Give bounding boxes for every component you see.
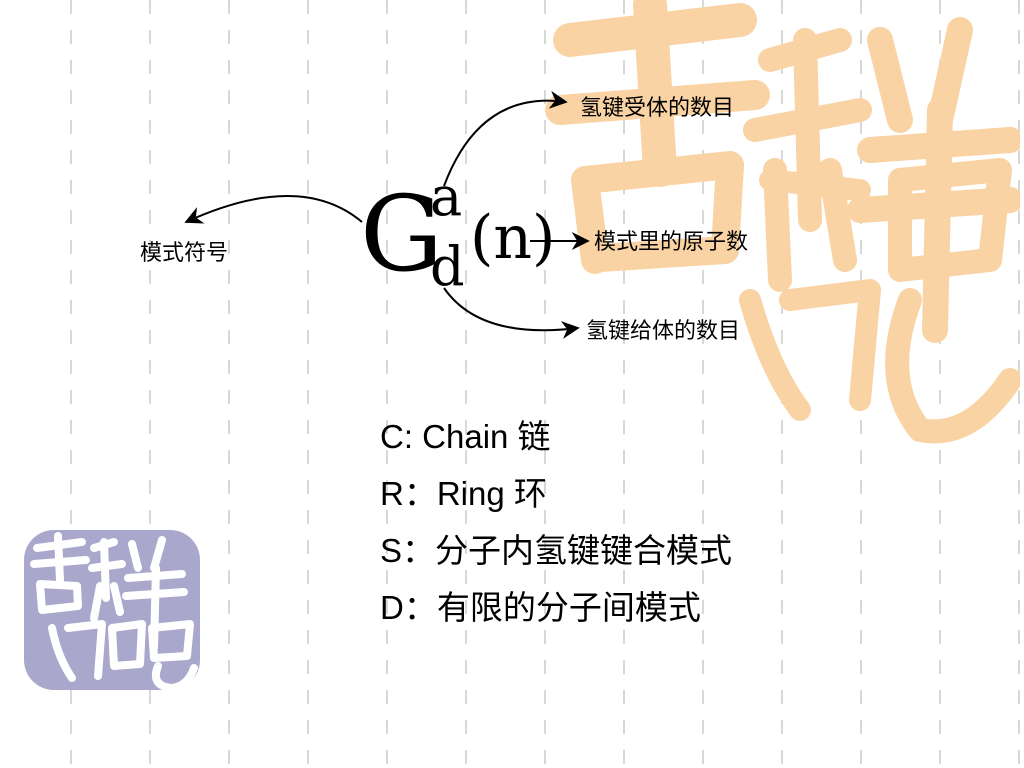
arrow-to-donor-count xyxy=(443,287,580,339)
notation-diagram-arrows xyxy=(184,90,590,339)
label-atom-count: 模式里的原子数 xyxy=(594,230,749,255)
legend-item-chain: C: Chain 链 xyxy=(380,418,551,455)
graph-set-symbol: G xyxy=(360,173,444,295)
grid-line xyxy=(149,0,151,768)
grid-line xyxy=(386,0,388,768)
grid-line xyxy=(307,0,309,768)
grid-line xyxy=(623,0,625,768)
decorative-seal-small xyxy=(24,530,200,692)
grid-line xyxy=(939,0,941,768)
grid-line xyxy=(70,0,72,768)
arrow-to-pattern-symbol xyxy=(184,195,363,224)
legend-item-ring: R：Ring 环 xyxy=(380,475,547,512)
grid-line xyxy=(228,0,230,768)
legend-item-intramolecular: S：分子内氢键键合模式 xyxy=(380,532,733,569)
decorative-seal-large xyxy=(545,0,1020,444)
grid-line xyxy=(702,0,704,768)
label-pattern-symbol: 模式符号 xyxy=(140,241,229,266)
arrow-to-acceptor-count xyxy=(443,90,568,187)
label-acceptor-count: 氢键受体的数目 xyxy=(580,96,735,121)
parenthesized-atom-count: (n) xyxy=(470,203,556,273)
legend-item-discrete: D：有限的分子间模式 xyxy=(380,589,701,626)
superscript-acceptor: a xyxy=(430,165,463,228)
grid-line xyxy=(544,0,546,768)
subscript-donor: d xyxy=(430,235,465,298)
label-donor-count: 氢键给体的数目 xyxy=(586,319,741,344)
grid-line xyxy=(465,0,467,768)
pattern-type-legend: C: Chain 链 R：Ring 环 S：分子内氢键键合模式 D：有限的分子间… xyxy=(380,408,732,636)
